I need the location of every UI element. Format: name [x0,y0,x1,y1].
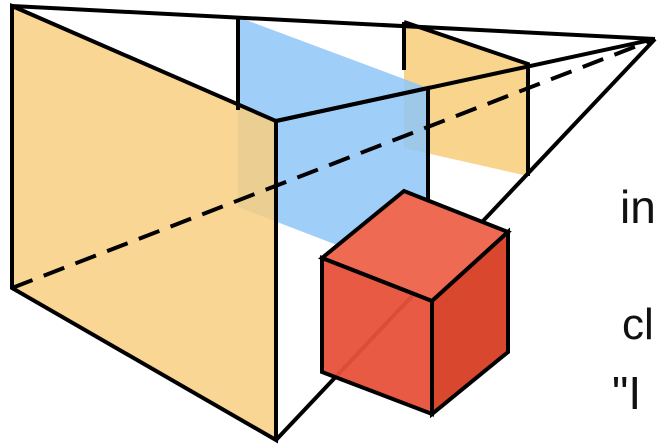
caption-line-3: "I [612,367,642,419]
frustum-edge-top [11,4,656,41]
dashed-axis [11,37,656,290]
caption-line-2: cl [622,300,654,349]
frustum-edge-upper [275,37,656,123]
cube-front [320,255,434,417]
far-plane-outline [403,20,530,176]
near-plane-outline [10,2,278,444]
caption-line-1: in [620,181,656,233]
far-plane [404,22,528,176]
near-plane [12,6,276,440]
